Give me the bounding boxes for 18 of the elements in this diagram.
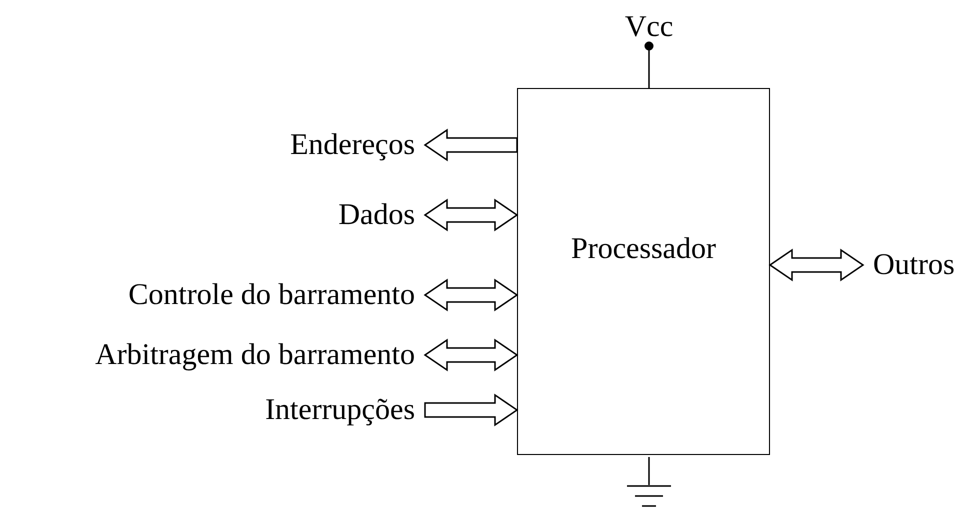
signal-label: Interrupções	[0, 393, 415, 427]
ground-symbol	[627, 485, 671, 509]
bus-arrow	[424, 278, 518, 312]
bus-arrow	[424, 394, 518, 426]
wire	[648, 457, 650, 485]
node-label: Processador	[571, 234, 716, 264]
bus-arrow	[424, 198, 518, 232]
signal-label: Endereços	[0, 128, 415, 162]
terminal-line	[644, 42, 654, 88]
signal-label: Controle do barramento	[0, 278, 415, 312]
bus-arrow	[424, 128, 518, 162]
signal-label: Outros	[873, 248, 973, 282]
signal-label: Arbitragem do barramento	[0, 338, 415, 372]
signal-label: Vcc	[615, 10, 683, 44]
bus-arrow	[768, 248, 864, 282]
bus-arrow	[424, 338, 518, 372]
processor-box	[517, 88, 770, 455]
signal-label: Dados	[0, 198, 415, 232]
